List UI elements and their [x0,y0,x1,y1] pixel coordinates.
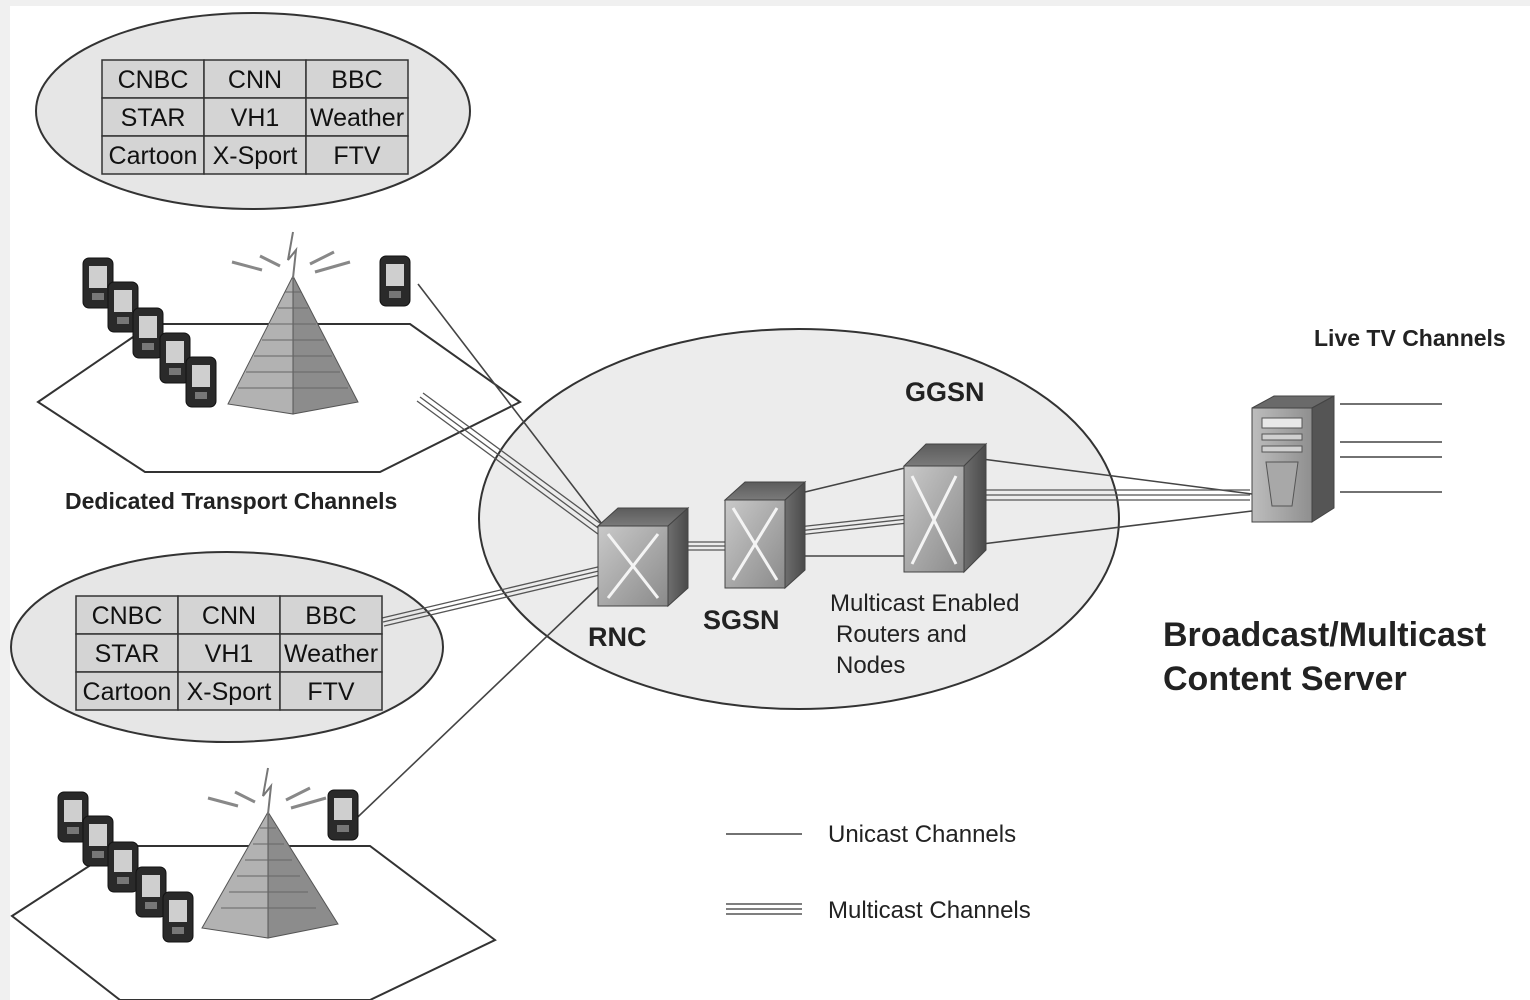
channel-table-bottom-cell [177,595,281,635]
channel-table-bottom-cell [279,671,383,711]
cell-tower-top [227,231,359,415]
channel-table-bottom-cell [75,633,179,673]
routers-label-line1: Multicast Enabled [830,590,1019,617]
handset-icon [107,841,139,893]
handset-icon [162,891,194,943]
channel-table-top-cell [203,97,307,137]
mobile-handsets [57,255,411,943]
ggsn-label: GGSN [905,377,985,407]
content-server-label-line2: Content Server [1163,660,1407,698]
handset-icon [185,356,217,408]
legend: Unicast Channels Multicast Channels [726,821,1031,924]
channel-table-bottom-cell-label: Weather [284,640,378,668]
channel-table-top-cell-label: VH1 [231,104,280,132]
multicast-links [381,392,1250,627]
channel-table-top-cell-label: Weather [310,104,404,132]
live-tv-channels-label: Live TV Channels [1314,325,1506,351]
content-server-icon [1251,395,1335,523]
channel-table-bottom-cell [279,633,383,673]
dedicated-channels-label: Dedicated Transport Channels [65,488,397,514]
channel-table-bottom-cell-label: CNBC [92,602,163,630]
channel-table-top-cell-label: CNBC [118,66,189,94]
rnc-label: RNC [588,622,647,652]
channel-table-bottom-cell-label: BBC [305,602,356,630]
handset-icon [159,332,191,384]
handset-icon [107,281,139,333]
channel-table-bottom-cell-label: X-Sport [187,678,272,706]
legend-unicast-label: Unicast Channels [828,821,1016,848]
handset-icon [327,789,359,841]
channel-table-top-cell-label: BBC [331,66,382,94]
channel-table-top-cell [101,135,205,175]
channel-table-top-cell [101,59,205,99]
channel-table-bottom-cell [279,595,383,635]
channel-table-top-cell-label: X-Sport [213,142,298,170]
routers-label-line3: Nodes [836,652,905,679]
cell-tower-bottom [201,767,339,939]
channel-table-bottom-cell [75,595,179,635]
legend-multicast-label: Multicast Channels [828,897,1031,924]
handset-icon [379,255,411,307]
handset-icon [82,815,114,867]
handset-icon [82,257,114,309]
content-server-label-line1: Broadcast/Multicast [1163,616,1486,654]
channel-table-bottom-cell [75,671,179,711]
channel-table-bottom-cell-label: FTV [307,678,355,706]
routers-label-line2: Routers and [836,621,967,648]
channel-table-bottom-cell-label: VH1 [205,640,254,668]
channel-table-top-cell [203,135,307,175]
channel-table-bottom-cell-label: Cartoon [83,678,172,706]
ggsn-node [902,442,988,574]
handset-icon [57,791,89,843]
sgsn-label: SGSN [703,605,780,635]
channel-table-bottom-cell [177,633,281,673]
channel-table-top-cell-label: STAR [121,104,186,132]
channel-table-bottom-cell-label: CNN [202,602,256,630]
channel-table-top-cell-label: CNN [228,66,282,94]
channel-table-top-cell-label: Cartoon [109,142,198,170]
rnc-node [596,506,690,608]
handset-icon [135,866,167,918]
legend-multicast-swatch [726,903,802,915]
handset-icon [132,307,164,359]
channel-table-top-cell [305,59,409,99]
channel-table-top-cell-label: FTV [333,142,381,170]
channel-table-top-cell [305,135,409,175]
sgsn-node [723,480,807,590]
unicast-links [339,283,1442,835]
channel-table-bottom-cell-label: STAR [95,640,160,668]
